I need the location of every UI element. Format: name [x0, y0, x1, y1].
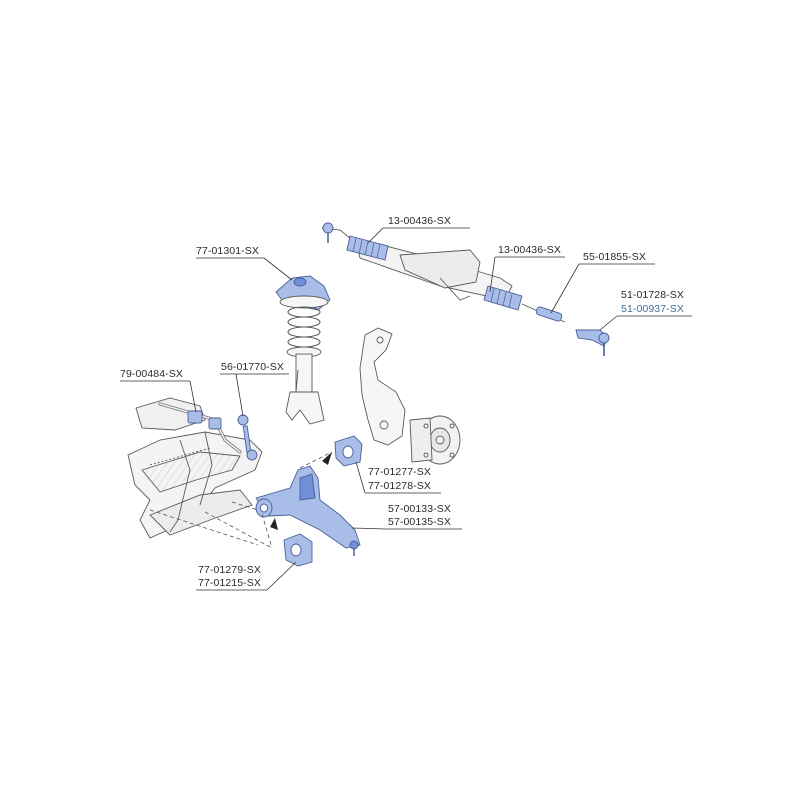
label-front-bushing-2: 77-01215-SX: [198, 577, 261, 589]
arrow-icon: [270, 452, 332, 530]
label-control-arm-1: 57-00133-SX: [388, 503, 451, 515]
label-stabilizer-link: 56-01770-SX: [221, 361, 284, 373]
label-rear-bushing-1: 77-01277-SX: [368, 466, 431, 478]
control-arm-part: [255, 465, 361, 556]
label-strut-mount: 77-01301-SX: [196, 245, 259, 257]
stabilizer-bushing-part: [187, 410, 222, 430]
assembly-guides: [149, 451, 333, 549]
label-control-arm-2: 57-00135-SX: [388, 516, 451, 528]
label-tie-rod-end-right-2: 51-00937-SX: [621, 303, 684, 315]
label-front-bushing-1: 77-01279-SX: [198, 564, 261, 576]
stabilizer-link-part: [237, 414, 258, 461]
label-tie-rod-end-left: 13-00436-SX: [388, 215, 451, 227]
steering-rack: [321, 222, 566, 323]
label-rear-bushing-2: 77-01278-SX: [368, 480, 431, 492]
wheel-hub: [409, 415, 461, 465]
steering-knuckle: [359, 327, 406, 446]
rear-bushing-part: [334, 435, 363, 467]
label-stabilizer-bushing: 79-00484-SX: [120, 368, 183, 380]
strut-assembly: [275, 275, 331, 425]
front-bushing-part: [283, 533, 313, 567]
leader-lines: [120, 227, 692, 591]
tie-rod-end-right-part: [575, 329, 610, 356]
label-steering-rack-boot: 13-00436-SX: [498, 244, 561, 256]
label-tie-rod-end-right-1: 51-01728-SX: [621, 289, 684, 301]
label-inner-tie-rod: 55-01855-SX: [583, 251, 646, 263]
